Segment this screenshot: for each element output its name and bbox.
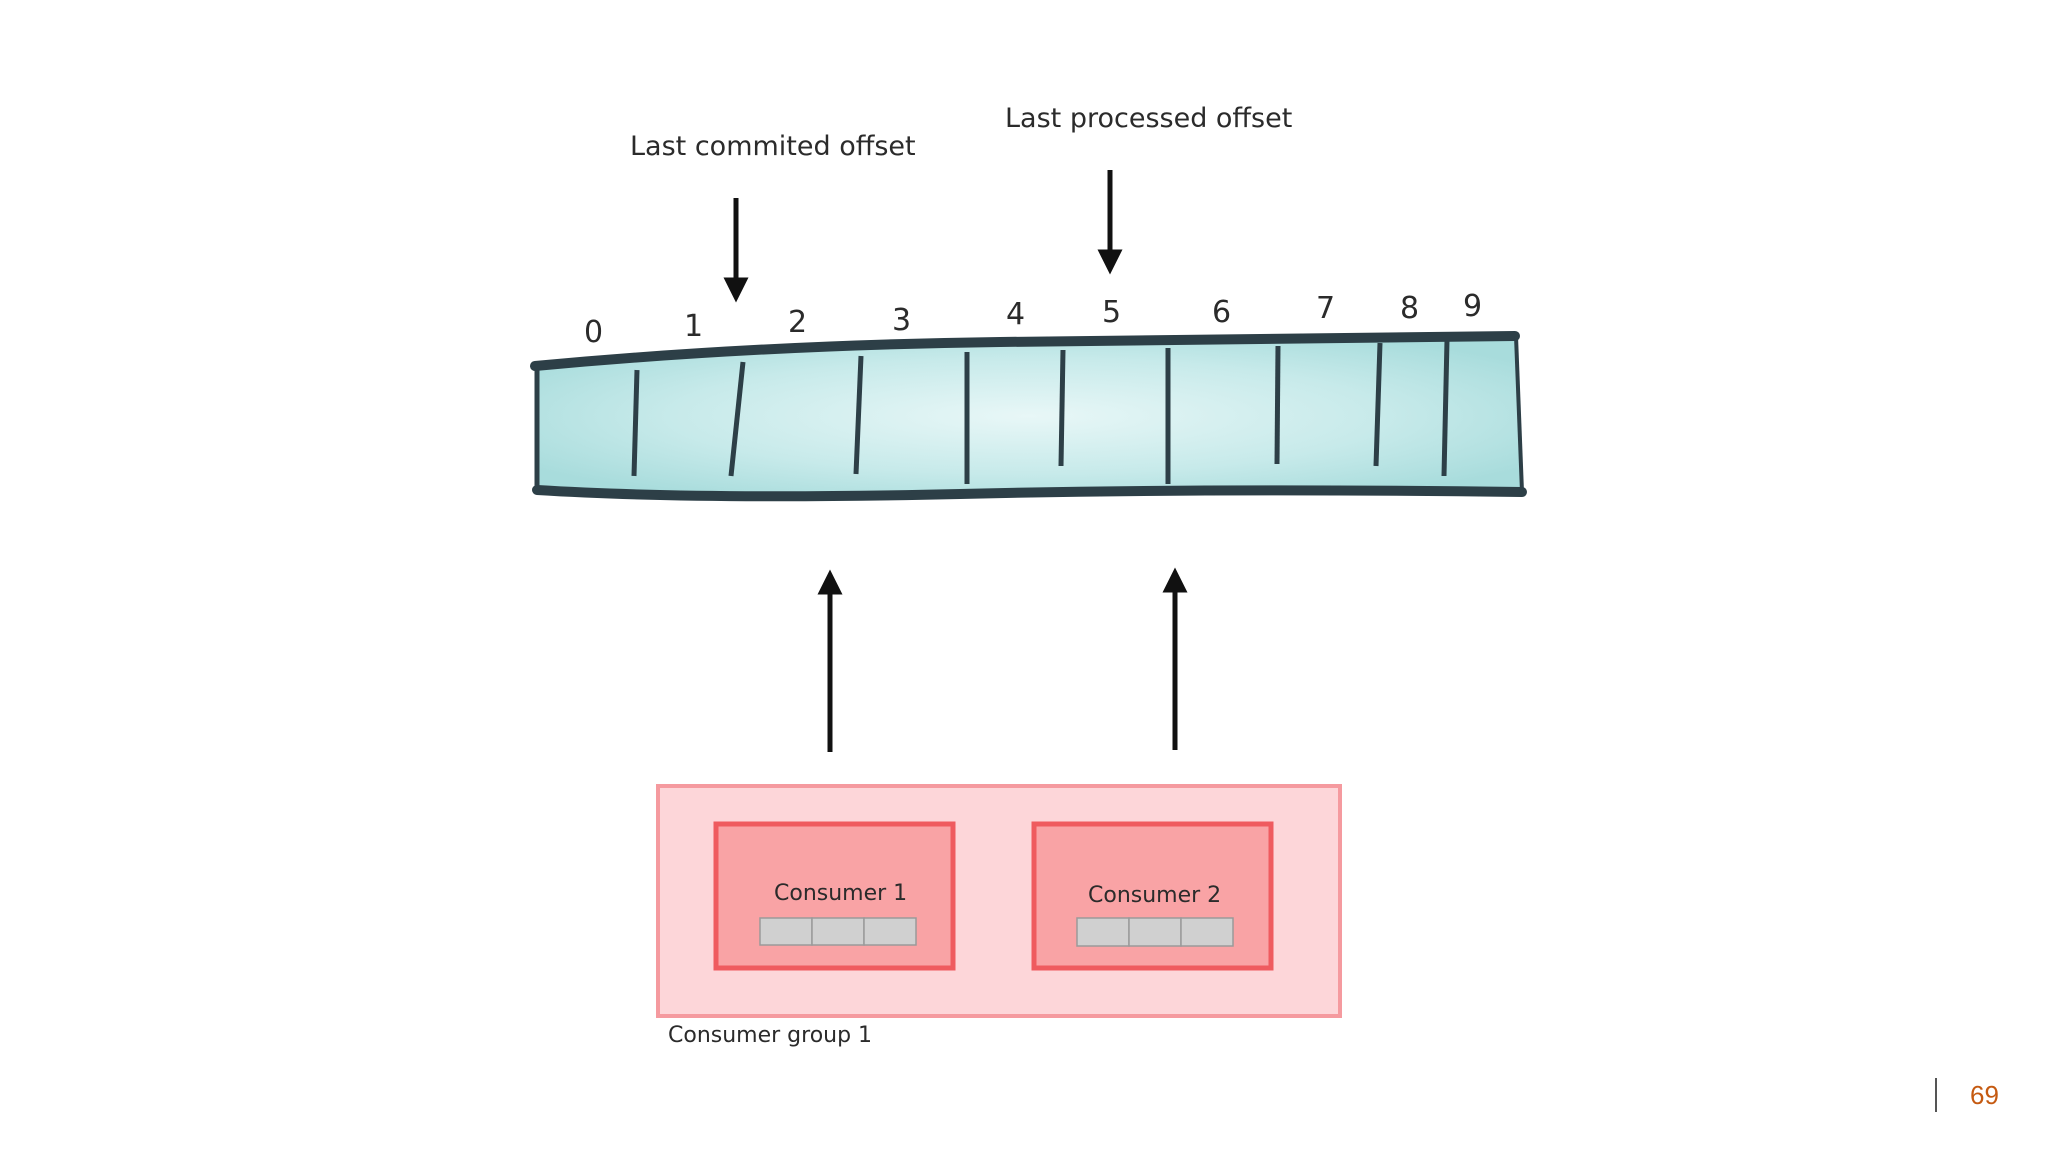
cell-divider: [631, 369, 640, 477]
page-number-divider: [1935, 1078, 1937, 1112]
consumer-1-buffer-slot: [811, 917, 865, 946]
offset-label: 9: [1463, 289, 1482, 324]
partition-log-bottom-edge: [532, 485, 1527, 502]
consumer-2-buffer-slot: [1128, 917, 1182, 947]
consumer-group-label: Consumer group 1: [668, 1023, 872, 1048]
consumer-1-buffer-slot: [863, 917, 917, 946]
consumer-2-label: Consumer 2: [1088, 883, 1221, 908]
offset-label: 1: [684, 309, 703, 344]
last-committed-offset-label: Last commited offset: [630, 131, 916, 162]
offset-label: 5: [1102, 295, 1121, 330]
offset-label: 3: [892, 303, 911, 338]
offset-label: 0: [584, 315, 603, 350]
last-processed-offset-label: Last processed offset: [1005, 103, 1292, 134]
consumer-2-buffer-slot: [1180, 917, 1234, 947]
partition-log-right-edge: [1514, 335, 1524, 493]
cell-divider: [728, 361, 746, 477]
consumer-2: Consumer 2: [1031, 821, 1274, 971]
offset-label: 4: [1006, 297, 1025, 332]
consumer-1-label: Consumer 1: [774, 881, 907, 906]
page-number: 69: [1970, 1080, 1999, 1110]
partition-log: [530, 331, 1527, 502]
consumer-2-buffer-slot: [1076, 917, 1130, 947]
consumer-group: Consumer 1 Consumer 2 Consumer group 1: [656, 784, 1342, 1048]
offset-label: 8: [1400, 291, 1419, 326]
cell-divider: [1373, 342, 1383, 467]
cell-divider: [1274, 345, 1281, 465]
cell-divider: [1058, 349, 1066, 467]
offset-label: 7: [1316, 291, 1335, 326]
offset-labels: 0 1 2 3 4 5 6 7 8 9: [584, 289, 1482, 350]
cell-divider: [1441, 339, 1450, 477]
offset-label: 2: [788, 305, 807, 340]
partition-log-body: [535, 336, 1522, 497]
consumer-1-buffer-slot: [759, 917, 813, 946]
partition-log-top-edge: [530, 331, 1520, 371]
consumer-1: Consumer 1: [713, 821, 956, 971]
cell-divider: [853, 355, 864, 475]
offset-label: 6: [1212, 295, 1231, 330]
